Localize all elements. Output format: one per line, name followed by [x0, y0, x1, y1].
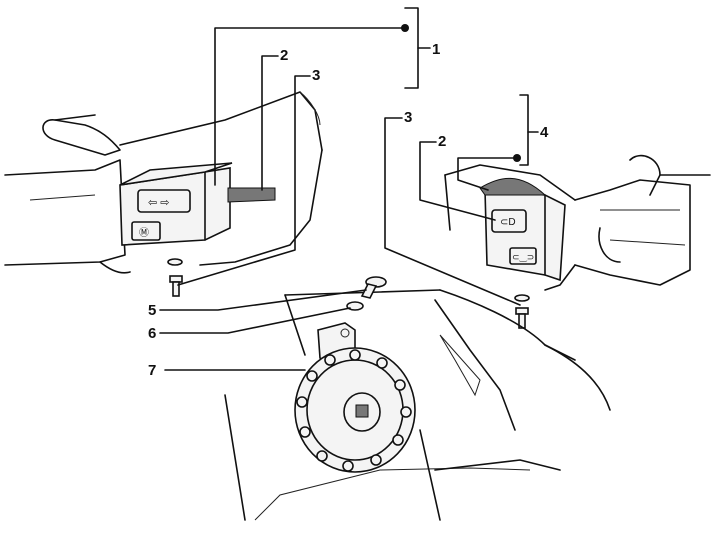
left-switch-top-button — [137, 189, 191, 213]
left-switch-bottom-glyph: Ⓜ — [139, 227, 149, 239]
left-switch-top-glyph: ⇦ ⇨ — [148, 197, 170, 209]
right-fairing-outline — [444, 164, 576, 291]
label-1: 1 — [432, 41, 440, 58]
frame-outline — [224, 289, 611, 521]
horn-washer — [346, 301, 364, 311]
left-washer — [167, 258, 183, 266]
right-handlebar — [574, 154, 711, 286]
horn-rim-holes — [296, 349, 412, 472]
right-switch-wiring — [479, 177, 547, 196]
right-switch-top-glyph: ⊂D — [500, 217, 516, 228]
label-3-left: 3 — [312, 67, 320, 84]
label-2-right: 2 — [438, 133, 446, 150]
right-switch-bottom-glyph: ⊂‿⊃ — [512, 252, 534, 262]
left-handlebar — [4, 114, 131, 274]
horn — [294, 322, 416, 473]
left-screw — [169, 275, 183, 297]
label-6: 6 — [148, 325, 156, 342]
right-switch-body — [484, 189, 566, 282]
horn-bolt — [360, 276, 387, 299]
left-switch-cable — [227, 187, 276, 203]
label-4: 4 — [540, 124, 549, 141]
left-switch-bottom-button — [131, 221, 161, 241]
left-switch-assembly: ⇦ ⇨ Ⓜ — [119, 162, 276, 246]
label-3-right: 3 — [404, 109, 412, 126]
right-switch-assembly: ⊂D ⊂‿⊃ — [479, 177, 566, 282]
label-7: 7 — [148, 362, 156, 379]
leader-lines — [159, 7, 539, 371]
right-switch-bottom-button — [509, 247, 537, 265]
right-switch-top-button — [491, 209, 527, 233]
label-2-left: 2 — [280, 47, 288, 64]
right-washer — [514, 294, 530, 302]
left-fairing-outline — [119, 91, 323, 266]
label-5: 5 — [148, 302, 156, 319]
